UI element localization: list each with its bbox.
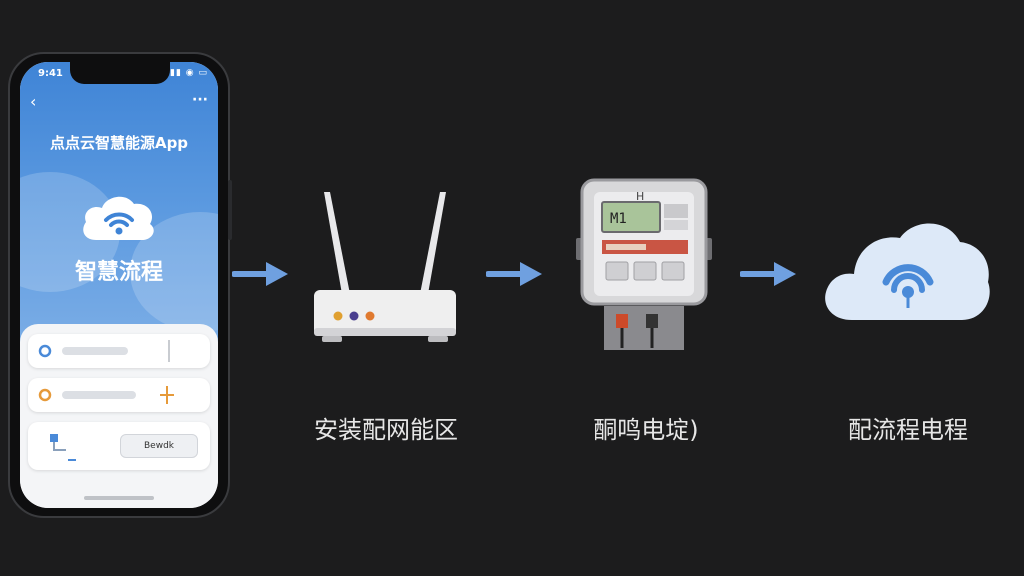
list-item[interactable]: Bewdk bbox=[28, 422, 210, 470]
placeholder-bar bbox=[62, 391, 136, 399]
svg-text:M1: M1 bbox=[610, 211, 627, 227]
cloud-wifi-icon bbox=[83, 196, 154, 240]
step-label-cloud: 配流程电程 bbox=[848, 416, 968, 444]
svg-text:H: H bbox=[636, 190, 644, 203]
refresh-icon bbox=[38, 388, 52, 402]
phone-notch bbox=[70, 62, 170, 84]
card-action-button[interactable]: Bewdk bbox=[120, 434, 198, 458]
adjust-mark bbox=[166, 386, 168, 404]
phone-screen: 9:41 ▮▮ ◉ ▭ ‹ ··· 点点云智慧能源App 智慧流程 bbox=[20, 62, 218, 508]
flow-arrow bbox=[740, 262, 796, 286]
router-icon bbox=[314, 192, 456, 342]
divider bbox=[168, 340, 170, 362]
electric-meter-icon: M1 H bbox=[576, 178, 712, 350]
phone-side-button bbox=[228, 180, 232, 240]
main-label: 智慧流程 bbox=[74, 260, 163, 285]
more-icon[interactable]: ··· bbox=[192, 92, 208, 108]
settings-panel: Bewdk bbox=[20, 324, 218, 508]
home-indicator[interactable] bbox=[84, 496, 154, 500]
connection-icon bbox=[50, 434, 76, 461]
app-title: 点点云智慧能源App bbox=[49, 134, 189, 152]
status-icons: ▮▮ ◉ ▭ bbox=[170, 68, 208, 78]
flow-arrow bbox=[486, 262, 542, 286]
list-item[interactable] bbox=[28, 378, 210, 412]
status-time: 9:41 bbox=[38, 68, 63, 79]
back-icon[interactable]: ‹ bbox=[30, 92, 37, 111]
placeholder-bar bbox=[62, 347, 128, 355]
step-label-router: 安装配网能区 bbox=[314, 416, 458, 444]
cloud-icon bbox=[825, 223, 990, 320]
flow-arrow bbox=[232, 262, 288, 286]
list-item[interactable] bbox=[28, 334, 210, 368]
step-label-meter: 酮鸣电埞) bbox=[593, 416, 699, 444]
status-ring-icon bbox=[38, 344, 52, 358]
